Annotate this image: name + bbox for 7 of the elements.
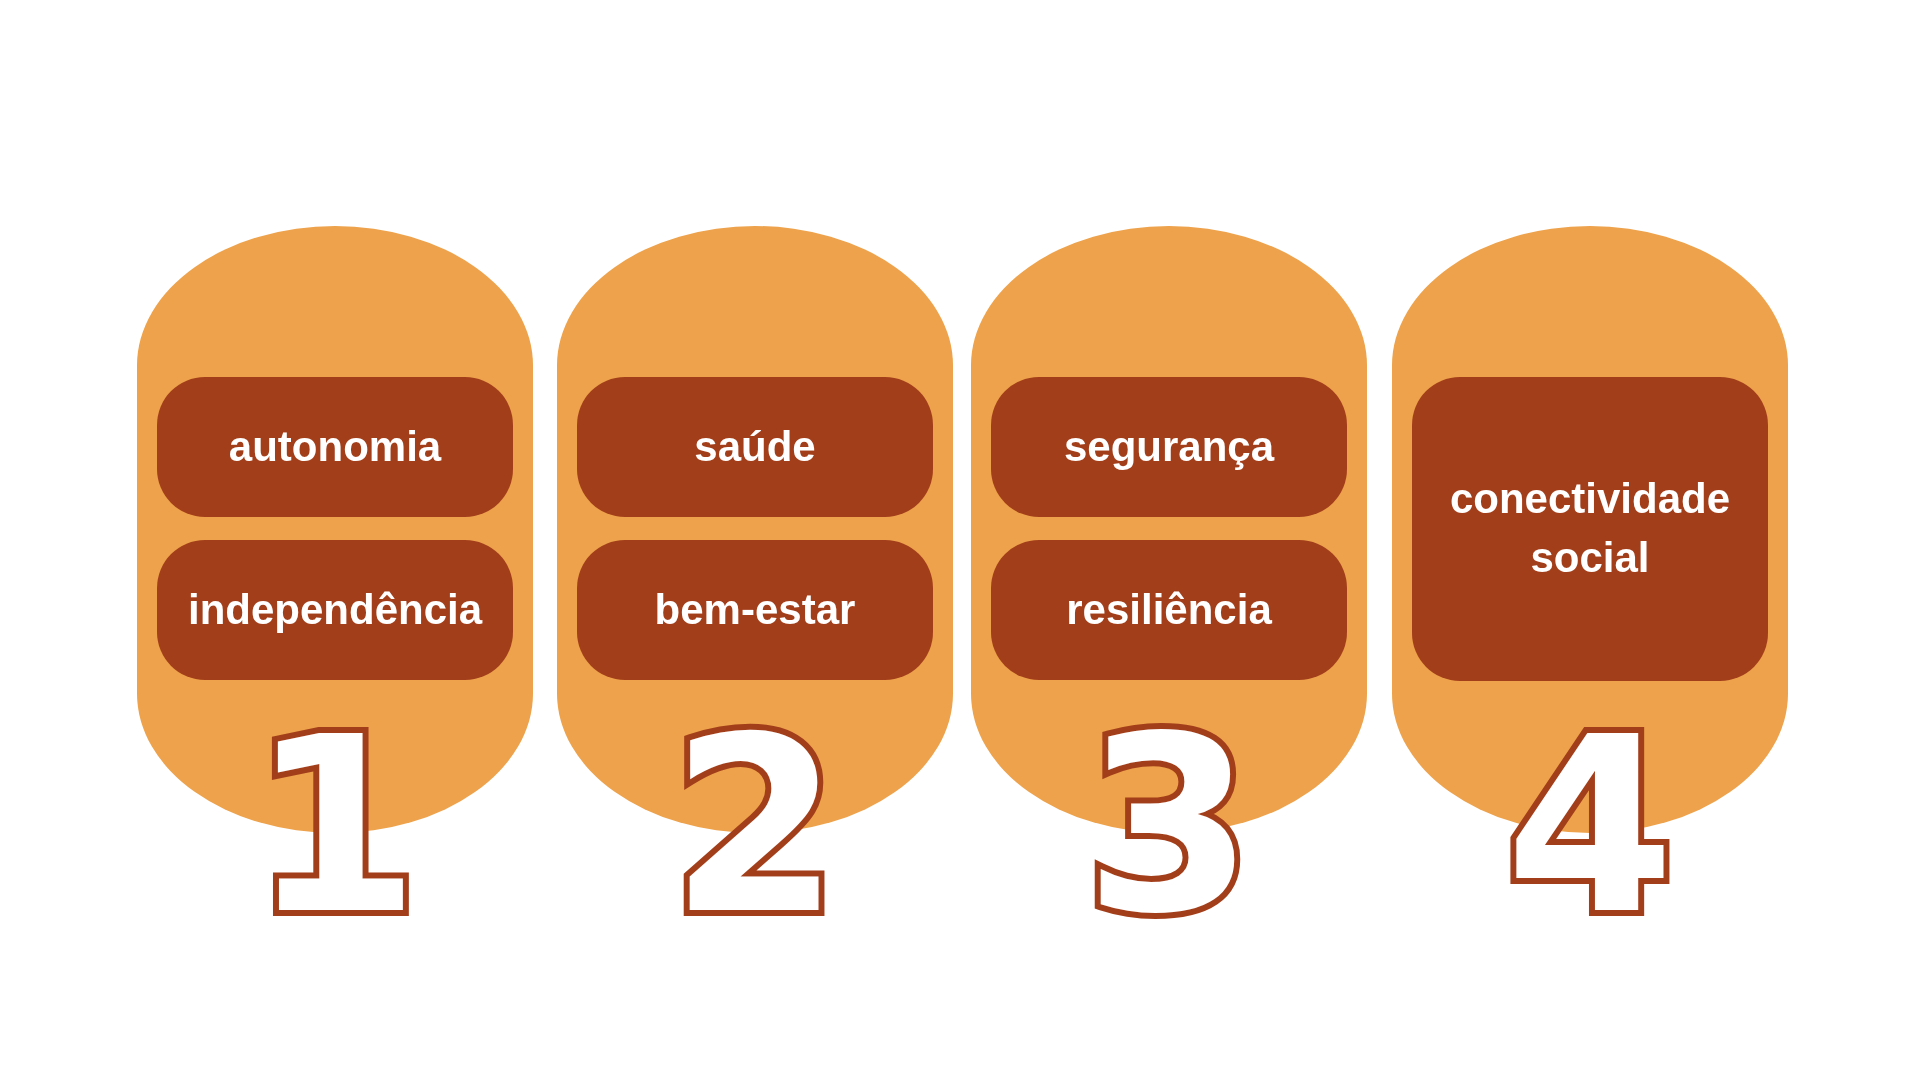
label-box: resiliência xyxy=(991,540,1347,680)
label-box: autonomia xyxy=(157,377,513,517)
label-box: conectividade social xyxy=(1412,377,1768,681)
label-box: saúde xyxy=(577,377,933,517)
label-box: segurança xyxy=(991,377,1347,517)
label-box: bem-estar xyxy=(577,540,933,680)
label-box: independência xyxy=(157,540,513,680)
